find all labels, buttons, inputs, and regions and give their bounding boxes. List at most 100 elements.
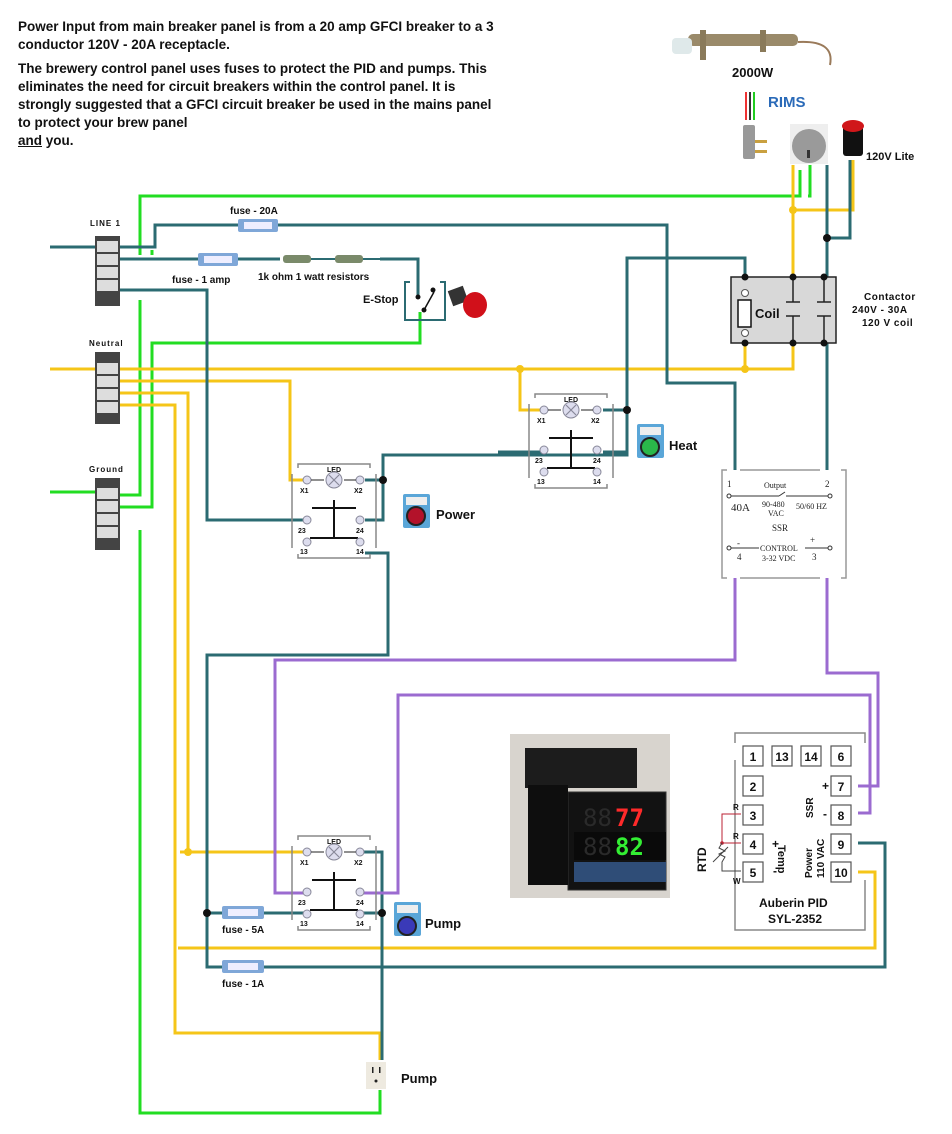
- ground-wires: [50, 165, 812, 1115]
- ssr-vdc: 3-32 VDC: [762, 554, 795, 563]
- heater-receptacle-icon: [790, 124, 828, 164]
- pid-terminal-top-0-label: 1: [750, 750, 757, 764]
- terminal-13: [539, 467, 549, 477]
- heater-element-icon: [672, 30, 832, 66]
- ssr-output-label: Output: [764, 481, 787, 490]
- ssr-name: SSR: [772, 523, 788, 533]
- terminal-block-line: LINE 1: [90, 219, 121, 306]
- t14-label: 14: [356, 921, 364, 928]
- x2-label: X2: [354, 488, 363, 495]
- pid-terminal-5-label: 5: [750, 866, 757, 880]
- intro-paragraph-2: The brewery control panel uses fuses to …: [18, 61, 492, 148]
- terminal-x1: [302, 475, 312, 485]
- x1-label: X1: [537, 418, 546, 425]
- contactor: Coil: [730, 273, 837, 347]
- t24-label: 24: [356, 528, 364, 535]
- heat-button-label: Heat: [669, 438, 698, 453]
- pid-terminal-9: [830, 833, 852, 855]
- switch-led-label: LED: [327, 467, 341, 474]
- t13-label: 13: [537, 479, 545, 486]
- pump-outlet[interactable]: Pump: [366, 1062, 437, 1089]
- hot-wires: [50, 160, 887, 1060]
- heater-wattage: 2000W: [732, 65, 774, 80]
- ssr-amps: 40A: [731, 502, 750, 514]
- lamp-label: 120V Lite: [866, 151, 914, 163]
- pid-terminal-9-label: 9: [838, 838, 845, 852]
- rtd-r1: R: [733, 803, 739, 812]
- x2-label: X2: [591, 418, 600, 425]
- terminal-14: [355, 537, 365, 547]
- pid-terminal-7-label: 7: [838, 780, 845, 794]
- terminal-23: [302, 515, 312, 525]
- indicator-lamp-icon: [842, 120, 864, 156]
- rtd-label: RTD: [695, 847, 709, 872]
- pid-temp-label: Temp: [775, 845, 787, 874]
- fuse-1-amp-label: fuse - 1 amp: [172, 275, 230, 286]
- fuse-20a: fuse - 20A: [230, 206, 278, 232]
- terminal-13: [302, 537, 312, 547]
- fuse-5a-label: fuse - 5A: [222, 925, 264, 936]
- rtd-r2: R: [733, 832, 739, 841]
- x1-label: X1: [300, 488, 309, 495]
- switch-housing: [291, 835, 377, 931]
- t14-label: 14: [593, 479, 601, 486]
- pid-name: Auberin PID: [759, 896, 828, 910]
- heat-switch: LED X1 X2 23 24 13 14: [528, 393, 614, 489]
- pid-terminal-top-1-label: 13: [775, 750, 789, 764]
- pid-terminal-top-3-label: 6: [838, 750, 845, 764]
- power-button[interactable]: Power: [403, 494, 475, 528]
- x2-label: X2: [354, 860, 363, 867]
- plug-icon: [743, 92, 767, 159]
- pid-terminal-10: [830, 861, 852, 883]
- pid-ssr-plus: +: [822, 779, 829, 793]
- t14-label: 14: [356, 549, 364, 556]
- switch-led-label: LED: [564, 397, 578, 404]
- intro-paragraph-1: Power Input from main breaker panel is f…: [18, 19, 494, 52]
- fuse-20a-label: fuse - 20A: [230, 206, 278, 217]
- terminal-block-ground: Ground: [89, 465, 124, 550]
- estop-switch[interactable]: E-Stop: [363, 281, 446, 321]
- ssr: 1 2 Output 40A 90-480 VAC 50/60 HZ SSR -…: [721, 469, 847, 579]
- pid-controller-photo: 77 82 88 88: [510, 734, 670, 898]
- heat-button[interactable]: Heat: [637, 424, 698, 458]
- pump-outlet-label: Pump: [401, 1071, 437, 1086]
- rtd-w: W: [733, 877, 741, 886]
- pid-terminal-2: [742, 775, 764, 797]
- terminal-24: [355, 887, 365, 897]
- line-1-label: LINE 1: [90, 219, 121, 228]
- terminal-block-neutral: Neutral: [89, 339, 124, 424]
- junctions: [184, 206, 831, 917]
- pid-power-label: Power: [804, 848, 815, 878]
- terminal-x2: [355, 847, 365, 857]
- ssr-frequency: 50/60 HZ: [796, 502, 827, 511]
- ground-label: Ground: [89, 465, 124, 474]
- terminal-14: [355, 909, 365, 919]
- terminal-23: [539, 445, 549, 455]
- pid-model: SYL-2352: [768, 912, 822, 926]
- contactor-rating: 240V - 30A: [852, 305, 908, 316]
- pid-terminal-3: [742, 804, 764, 826]
- pid-temp-minus: -: [773, 864, 777, 878]
- fuse-5a: fuse - 5A: [222, 906, 264, 936]
- t23-label: 23: [535, 458, 543, 465]
- terminal-x2: [592, 405, 602, 415]
- estop-button-icon: [447, 285, 487, 318]
- pump-button-label: Pump: [425, 916, 461, 931]
- pid-ssr-label: SSR: [805, 797, 816, 818]
- coil-label: Coil: [755, 306, 780, 321]
- pid-terminal-5: [742, 861, 764, 883]
- t24-label: 24: [593, 458, 601, 465]
- contactor-title: Contactor: [864, 292, 916, 303]
- pump-button[interactable]: Pump: [394, 902, 461, 936]
- pid-terminal-8: [830, 804, 852, 826]
- terminal-14: [592, 467, 602, 477]
- pid-ssr-minus: -: [823, 807, 827, 821]
- terminal-x1: [302, 847, 312, 857]
- pid-terminal-7: [830, 775, 852, 797]
- rims-label: RIMS: [768, 94, 806, 111]
- neutral-label: Neutral: [89, 339, 124, 348]
- intro-text: Power Input from main breaker panel is f…: [18, 18, 498, 156]
